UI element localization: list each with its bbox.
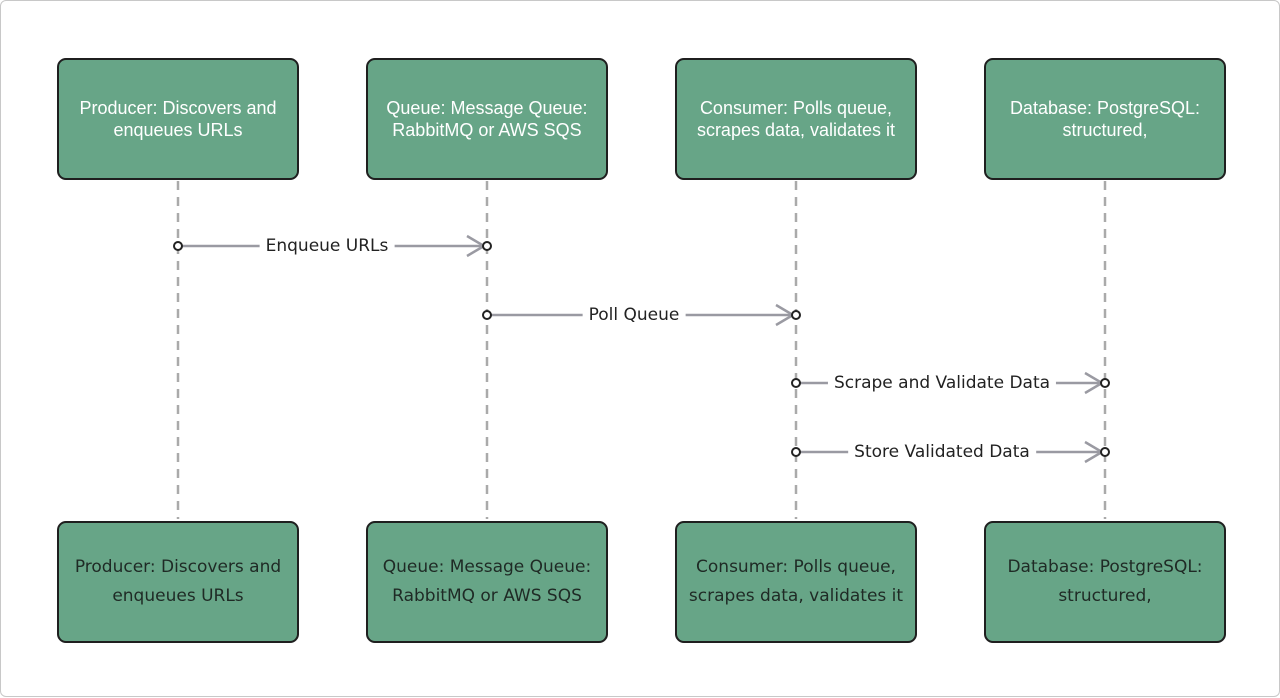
- participant-queue-bottom[interactable]: Queue: Message Queue: RabbitMQ or AWS SQ…: [366, 521, 608, 643]
- participant-producer-bottom[interactable]: Producer: Discovers and enqueues URLs: [57, 521, 299, 643]
- participant-label: Database: PostgreSQL: structured,: [1009, 98, 1201, 140]
- message-start-point: [791, 447, 801, 457]
- participant-database-top[interactable]: Database: PostgreSQL: structured,: [984, 58, 1226, 180]
- participant-consumer-top[interactable]: Consumer: Polls queue, scrapes data, val…: [675, 58, 917, 180]
- participant-queue-top[interactable]: Queue: Message Queue: RabbitMQ or AWS SQ…: [366, 58, 608, 180]
- participant-database-bottom[interactable]: Database: PostgreSQL: structured,: [984, 521, 1226, 643]
- message-end-point: [1100, 447, 1110, 457]
- participant-producer-top[interactable]: Producer: Discovers and enqueues URLs: [57, 58, 299, 180]
- participant-label: Queue: Message Queue: RabbitMQ or AWS SQ…: [382, 557, 592, 606]
- message-end-point: [791, 310, 801, 320]
- participant-label: Producer: Discovers and enqueues URLs: [79, 98, 277, 140]
- message-label-store-data: Store Validated Data: [848, 441, 1036, 463]
- message-label-enqueue-urls: Enqueue URLs: [259, 235, 395, 257]
- message-label-scrape-validate: Scrape and Validate Data: [827, 372, 1057, 394]
- participant-label: Queue: Message Queue: RabbitMQ or AWS SQ…: [386, 98, 588, 140]
- message-start-point: [482, 310, 492, 320]
- message-end-point: [1100, 378, 1110, 388]
- participant-label: Consumer: Polls queue, scrapes data, val…: [696, 98, 896, 140]
- message-start-point: [173, 241, 183, 251]
- participant-label: Consumer: Polls queue, scrapes data, val…: [688, 557, 904, 606]
- message-label-poll-queue: Poll Queue: [582, 304, 686, 326]
- participant-label: Database: PostgreSQL: structured,: [1007, 557, 1203, 606]
- participant-consumer-bottom[interactable]: Consumer: Polls queue, scrapes data, val…: [675, 521, 917, 643]
- message-start-point: [791, 378, 801, 388]
- message-end-point: [482, 241, 492, 251]
- participant-label: Producer: Discovers and enqueues URLs: [74, 557, 282, 606]
